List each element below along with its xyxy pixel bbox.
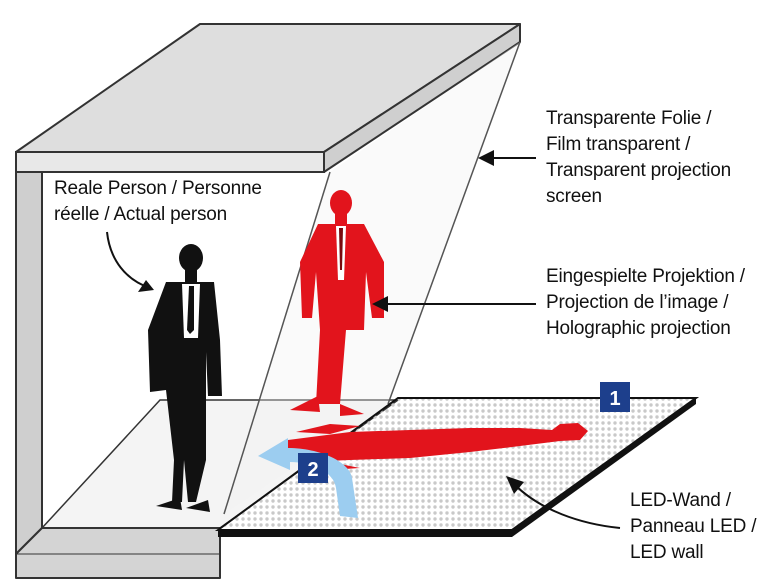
ceiling-front-edge (15, 151, 325, 173)
arrowhead-led (506, 476, 524, 494)
light-blue-curved-arrow (258, 438, 358, 518)
arrowhead-screen (478, 150, 494, 166)
label-real-person-line-2: réelle / Actual person (54, 204, 228, 225)
label-projection-line-2: Projection de l’image / (546, 292, 729, 313)
label-transparent-screen: Transparente Folie / Film transparent / … (546, 106, 731, 210)
label-holographic-projection: Eingespielte Projektion / Projection de … (546, 264, 745, 342)
led-wall-edge (218, 530, 512, 537)
label-screen-line-2: Film transparent / (546, 134, 691, 155)
black-man-silhouette (148, 244, 222, 512)
label-projection-line-1: Eingespielte Projektion / (546, 266, 745, 287)
left-wall (15, 171, 43, 557)
label-real-person: Reale Person / Personne réelle / Actual … (54, 176, 262, 228)
foil-edge-left (223, 171, 331, 515)
badge-1-number: 1 (609, 388, 620, 410)
foil-edge-right (387, 41, 521, 405)
arrowhead-real-person (138, 280, 154, 292)
pointer-heads (138, 150, 524, 494)
label-screen-line-1: Transparente Folie / (546, 108, 712, 129)
label-led-line-3: LED wall (630, 542, 704, 563)
badge-2: 2 (298, 453, 328, 483)
label-led-wall: LED-Wand / Panneau LED / LED wall (630, 488, 756, 566)
badge-1: 1 (600, 382, 630, 412)
arrow-led (513, 483, 621, 529)
red-man-silhouette (290, 190, 384, 416)
label-screen-line-3: Transparent projection (546, 160, 731, 181)
label-led-line-2: Panneau LED / (630, 516, 757, 537)
arrowhead-projection (372, 296, 388, 312)
label-projection-line-3: Holographic projection (546, 318, 731, 339)
label-led-line-1: LED-Wand / (630, 490, 731, 511)
label-screen-line-4: screen (546, 186, 602, 207)
base-front (15, 527, 221, 579)
badge-2-number: 2 (307, 459, 318, 481)
led-wall-side-edge (512, 398, 696, 537)
label-real-person-line-1: Reale Person / Personne (54, 178, 262, 199)
